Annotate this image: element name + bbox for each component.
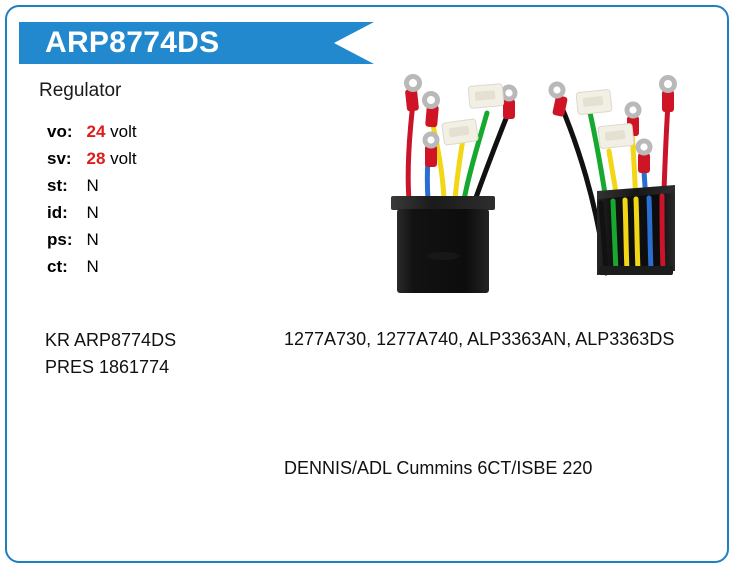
spade-connector (575, 89, 613, 115)
spec-label-id: id: (47, 203, 68, 222)
ring-terminal-red (635, 138, 653, 173)
spec-label-sv: sv: (47, 149, 72, 168)
code-line-kr: KR ARP8774DS (45, 330, 177, 350)
title-banner: ARP8774DS (19, 22, 374, 64)
spade-connector (467, 83, 505, 109)
ring-terminal-red (548, 81, 568, 117)
product-card: ARP8774DS Regulator vo: 24 volt sv: 28 v… (5, 5, 729, 563)
table-row: id: N (47, 200, 137, 227)
spec-value-id: N (86, 203, 99, 222)
spec-label-vo: vo: (47, 122, 73, 141)
spade-connector (441, 118, 479, 146)
ring-terminal-red (404, 74, 422, 112)
housing-body (397, 209, 489, 293)
table-row: ct: N (47, 254, 137, 281)
ring-terminal-red (422, 131, 440, 167)
table-row: ps: N (47, 227, 137, 254)
spec-value-sv: 28 volt (87, 146, 137, 173)
table-row: st: N (47, 173, 137, 200)
spec-value-ct: N (86, 257, 99, 276)
ring-terminal-red (422, 91, 440, 128)
housing-lip (391, 196, 495, 210)
table-row: sv: 28 volt (47, 146, 137, 173)
spec-value-st: N (86, 176, 99, 195)
cross-reference-numbers: 1277A730, 1277A740, ALP3363AN, ALP3363DS (284, 329, 675, 349)
spec-value-ps: N (86, 230, 99, 249)
spec-label-ps: ps: (47, 230, 73, 249)
housing-base (599, 266, 673, 275)
spade-connector (597, 123, 635, 149)
spec-unit-sv: volt (110, 149, 137, 168)
spec-unit-vo: volt (110, 122, 137, 141)
manufacturer-codes: KR ARP8774DS PRES 1861774 (45, 327, 176, 381)
product-subtitle: Regulator (39, 80, 122, 101)
housing-lip (597, 185, 675, 199)
spec-number-vo: 24 (86, 122, 106, 141)
code-line-pres: PRES 1861774 (45, 357, 170, 377)
page-title: ARP8774DS (45, 26, 220, 59)
spec-label-ct: ct: (47, 257, 68, 276)
banner-shape (19, 22, 374, 64)
specification-table: vo: 24 volt sv: 28 volt st: N id: N (47, 119, 137, 281)
regulator-angled-illustration (548, 75, 677, 276)
spec-number-sv: 28 (86, 149, 106, 168)
application-text: DENNIS/ADL Cummins 6CT/ISBE 220 (284, 458, 593, 478)
spec-value-vo: 24 volt (87, 119, 137, 146)
product-photo-front (369, 63, 529, 293)
ring-terminal-red (500, 84, 518, 119)
table-row: vo: 24 volt (47, 119, 137, 146)
spec-label-st: st: (47, 176, 68, 195)
regulator-front-illustration (391, 74, 518, 293)
product-photo-angled (527, 63, 707, 293)
ring-terminal-red (659, 75, 677, 112)
